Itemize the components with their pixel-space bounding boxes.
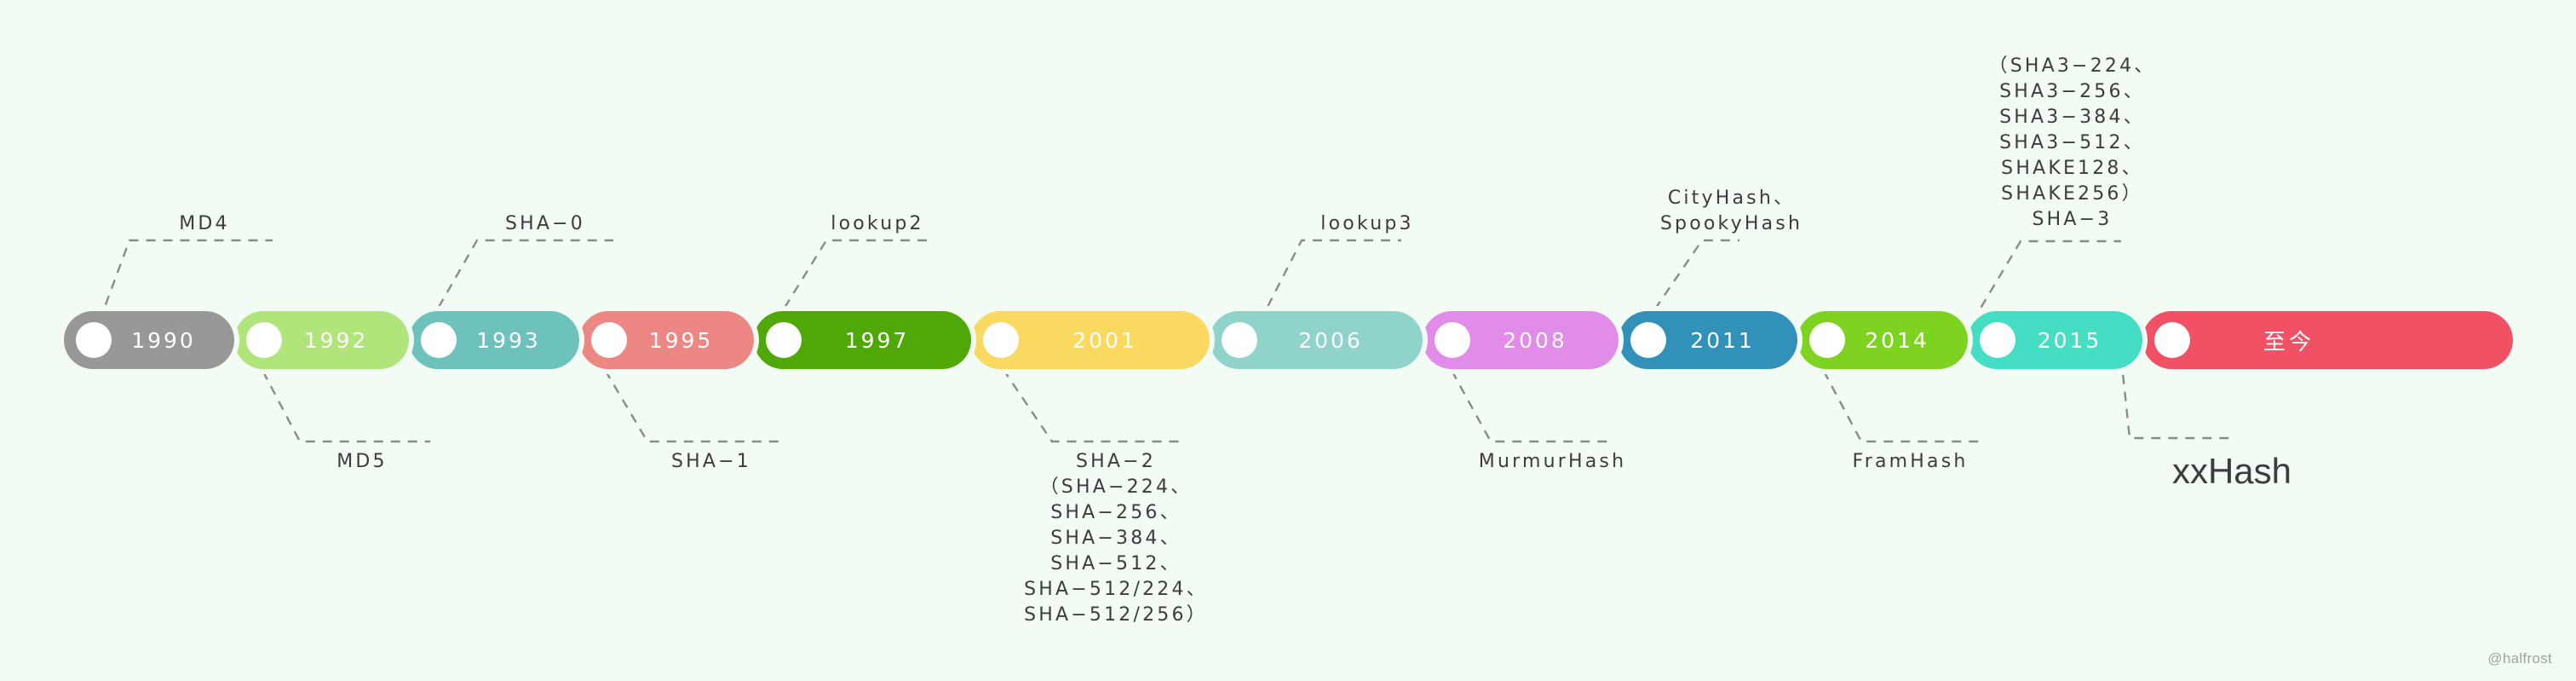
segment-year-label: 2015: [2037, 327, 2102, 353]
callout-murmurhash: MurmurHash: [1478, 451, 1627, 472]
timeline-segment-2015[interactable]: 2015: [1968, 311, 2142, 369]
segment-year-label: 1997: [844, 327, 910, 353]
timeline-segment-2008[interactable]: 2008: [1423, 311, 1619, 369]
segment-dot: [2154, 322, 2190, 358]
callout-lookup3: lookup3: [1320, 213, 1414, 234]
timeline-segment-2014[interactable]: 2014: [1797, 311, 1968, 369]
callout-md4: MD4: [179, 213, 230, 234]
callout-cityhash: CityHash、 SpookyHash: [1659, 188, 1803, 234]
timeline-segment-1997[interactable]: 1997: [754, 311, 971, 369]
timeline-segment-2011[interactable]: 2011: [1619, 311, 1797, 369]
segment-year-label: 1992: [303, 327, 369, 353]
watermark: @halfrost: [2487, 650, 2552, 667]
timeline-segment-2001[interactable]: 2001: [971, 311, 1210, 369]
timeline-segment-present[interactable]: 至今: [2142, 311, 2513, 369]
timeline-segment-1992[interactable]: 1992: [234, 311, 409, 369]
timeline-segment-1995[interactable]: 1995: [579, 311, 754, 369]
timeline-segment-1993[interactable]: 1993: [409, 311, 579, 369]
callout-sha1: SHA−1: [671, 451, 751, 472]
callout-sha3: （SHA3−224、 SHA3−256、 SHA3−384、 SHA3−512、…: [1988, 55, 2156, 230]
segment-year-label: 1990: [131, 327, 196, 353]
segment-year-label: 2011: [1690, 327, 1755, 353]
segment-year-label: 2014: [1865, 327, 1929, 353]
timeline-segment-1990[interactable]: 1990: [64, 311, 234, 369]
callout-lookup2: lookup2: [831, 213, 924, 234]
segment-year-label: 2001: [1072, 327, 1137, 353]
timeline-segment-2006[interactable]: 2006: [1210, 311, 1423, 369]
segment-year-label: 2008: [1503, 327, 1567, 353]
callout-framhash: FramHash: [1852, 451, 1969, 472]
segment-year-label: 至今: [2263, 329, 2315, 355]
timeline-bar: 1990 1992 1993 1995 1997 2001 2006: [64, 311, 2513, 369]
callout-xxhash: xxHash: [2171, 451, 2292, 491]
segment-year-label: 1995: [648, 327, 714, 353]
callout-md5: MD5: [336, 451, 388, 472]
callout-sha2: SHA−2 （SHA−224、 SHA−256、 SHA−384、 SHA−51…: [1024, 451, 1208, 626]
segment-year-label: 2006: [1298, 327, 1363, 353]
segment-year-label: 1993: [476, 327, 541, 353]
callout-sha0: SHA−0: [505, 213, 585, 234]
